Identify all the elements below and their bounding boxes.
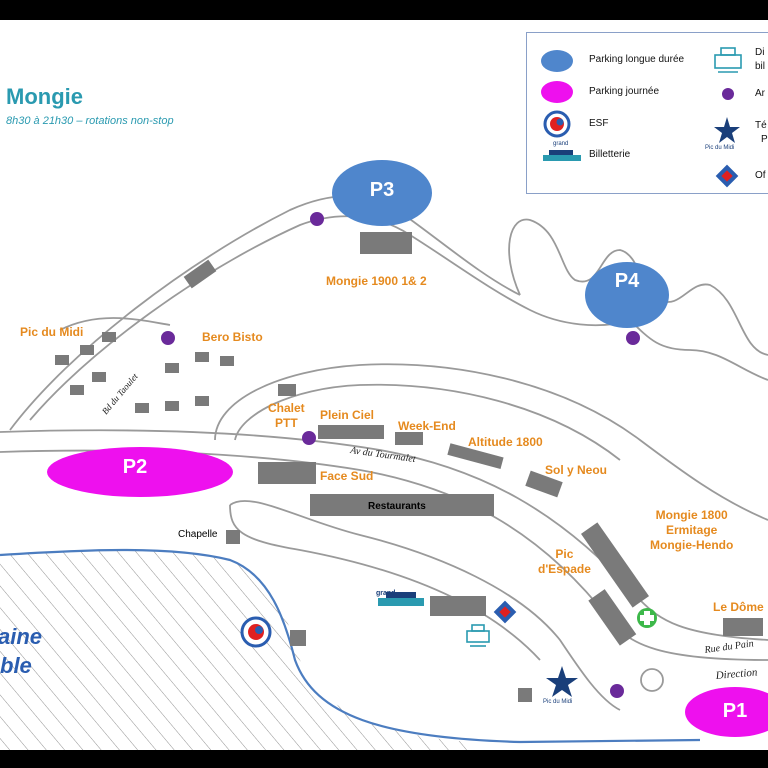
legend-label-journee: Parking journée bbox=[589, 86, 660, 97]
place-mongie-1800: Mongie 1800 Ermitage Mongie-Hendo bbox=[650, 508, 734, 552]
building bbox=[165, 401, 179, 411]
restaurants-label: Restaurants bbox=[368, 501, 426, 512]
parking-p2-label[interactable]: P2 bbox=[122, 456, 148, 478]
atm-icon bbox=[466, 624, 490, 647]
place-bero-bisto: Bero Bisto bbox=[202, 330, 263, 344]
road-label-av-tourmalet: Av du Tourmalet bbox=[349, 445, 417, 465]
legend-office-icon bbox=[715, 164, 739, 188]
building bbox=[195, 352, 209, 362]
legend-pic-text: Pic du Midi bbox=[705, 145, 735, 151]
parking-p3-shape bbox=[332, 160, 432, 226]
building bbox=[518, 688, 532, 702]
building bbox=[525, 470, 563, 498]
tourist-office-icon bbox=[493, 600, 517, 624]
building bbox=[447, 443, 504, 470]
building bbox=[430, 596, 486, 616]
building bbox=[395, 432, 423, 445]
legend-label-ar: Ar bbox=[755, 88, 765, 99]
building bbox=[310, 494, 494, 516]
legend-longue-icon bbox=[541, 50, 573, 72]
legend: Parking longue durée Parking journée ESF… bbox=[526, 32, 768, 194]
legend-label-esf: ESF bbox=[589, 118, 609, 129]
building bbox=[723, 618, 763, 636]
building bbox=[580, 522, 650, 608]
parking-p4-shape bbox=[585, 262, 669, 328]
pic-logo-text: Pic du Midi bbox=[543, 699, 573, 705]
ski-area-hatched bbox=[0, 550, 470, 750]
esf-icon bbox=[240, 616, 272, 648]
place-face-sud: Face Sud bbox=[320, 469, 374, 483]
legend-label-billetterie: Billetterie bbox=[589, 149, 631, 160]
parking-p2-shape bbox=[47, 447, 233, 497]
legend-symbols bbox=[541, 47, 742, 188]
legend-label-p: P bbox=[761, 134, 768, 145]
shuttle-stop bbox=[626, 331, 640, 345]
shuttle-stop bbox=[302, 431, 316, 445]
shuttle-stop bbox=[610, 684, 624, 698]
building bbox=[135, 403, 149, 413]
place-altitude-1800: Altitude 1800 bbox=[468, 435, 543, 449]
place-chalet-ptt: Chalet PTT bbox=[268, 401, 305, 430]
road-label-direction: Direction bbox=[714, 666, 758, 682]
building bbox=[92, 372, 106, 382]
legend-label-of: Of bbox=[755, 170, 766, 181]
shuttle-stop bbox=[161, 331, 175, 345]
shuttle-stop bbox=[310, 212, 324, 226]
place-week-end: Week-End bbox=[398, 419, 456, 433]
area-label-line1: aine bbox=[0, 624, 43, 649]
road-label-rue-pain: Rue du Pain bbox=[703, 638, 754, 656]
parking-p4-label[interactable]: P4 bbox=[614, 270, 640, 292]
grand-logo-text: grand bbox=[376, 590, 396, 597]
building bbox=[220, 356, 234, 366]
legend-label-te: Té bbox=[755, 120, 767, 131]
place-pic-du-midi: Pic du Midi bbox=[20, 325, 84, 339]
av-tourmalet-road bbox=[0, 429, 768, 641]
legend-billetterie-icon bbox=[543, 150, 581, 161]
legend-esf-icon bbox=[543, 110, 571, 138]
legend-label-di: Di bbox=[755, 47, 765, 58]
building bbox=[226, 530, 240, 544]
chapelle-label: Chapelle bbox=[178, 529, 218, 540]
legend-label-bil: bil bbox=[755, 61, 766, 72]
roundabout bbox=[640, 668, 664, 692]
legend-journee-icon bbox=[541, 81, 573, 103]
legend-arret-icon bbox=[722, 88, 734, 100]
ski-area-boundary bbox=[0, 548, 701, 744]
building bbox=[55, 355, 69, 365]
parking-p1-shape bbox=[685, 687, 768, 737]
parking-p1-label[interactable]: P1 bbox=[722, 700, 748, 722]
building bbox=[290, 630, 306, 646]
building bbox=[70, 385, 84, 395]
building bbox=[183, 259, 217, 289]
legend-label-longue: Parking longue durée bbox=[589, 54, 685, 65]
resort-map: Bd du Taoulet Av du Tourmalet Rue du Pai… bbox=[0, 20, 768, 750]
parking-p3-label[interactable]: P3 bbox=[369, 179, 395, 201]
pic-du-midi-icon bbox=[546, 666, 578, 697]
place-mongie-1900: Mongie 1900 1& 2 bbox=[326, 274, 427, 288]
legend-distributeur-icon bbox=[714, 47, 742, 73]
building bbox=[278, 384, 296, 396]
building bbox=[195, 396, 209, 406]
building bbox=[360, 232, 412, 254]
place-plein-ciel: Plein Ciel bbox=[320, 408, 375, 422]
building bbox=[165, 363, 179, 373]
map-roads: Bd du Taoulet Av du Tourmalet Rue du Pai… bbox=[0, 160, 768, 750]
area-label-line2: ble bbox=[0, 653, 32, 678]
page-title: Mongie bbox=[6, 84, 83, 109]
building bbox=[80, 345, 94, 355]
building bbox=[258, 462, 316, 484]
building bbox=[588, 589, 637, 646]
place-sol-y-neou: Sol y Neou bbox=[545, 463, 608, 477]
place-le-dome: Le Dôme bbox=[713, 600, 764, 614]
grand-tourmalet-icon bbox=[378, 592, 424, 606]
building bbox=[102, 332, 116, 342]
legend-telepherique-icon bbox=[714, 117, 740, 143]
building bbox=[318, 425, 384, 439]
legend-grand-text: grand bbox=[553, 141, 569, 147]
place-pic-espade: Pic d'Espade bbox=[538, 547, 591, 576]
page-subtitle: 8h30 à 21h30 – rotations non-stop bbox=[6, 115, 174, 127]
